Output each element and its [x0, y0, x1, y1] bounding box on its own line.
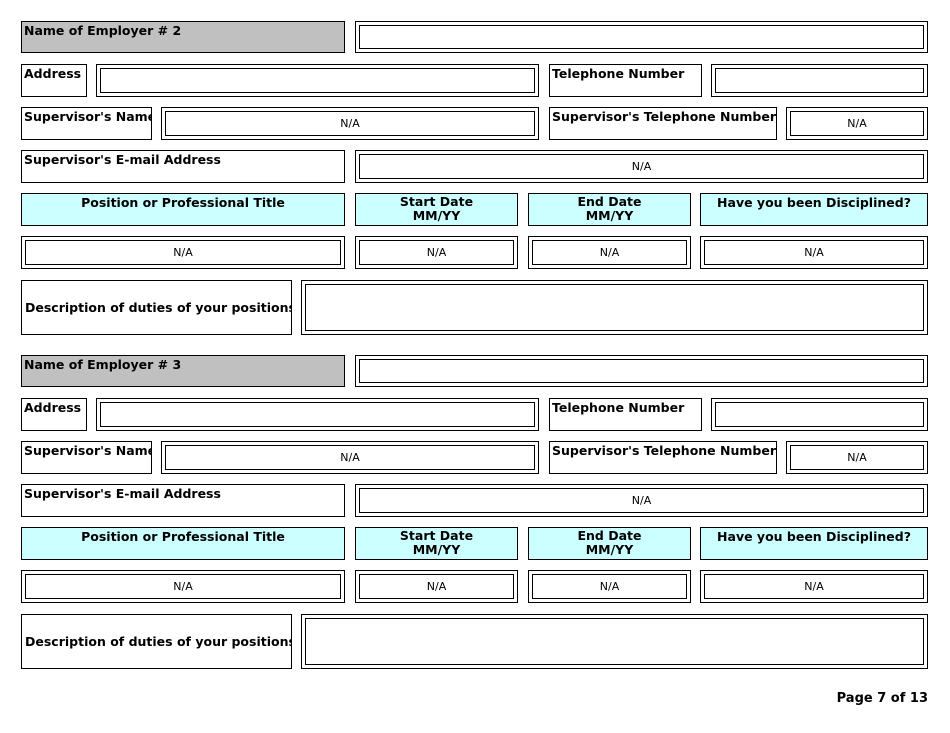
disciplined-field[interactable]: [700, 236, 928, 269]
supervisor-phone-field[interactable]: [786, 441, 928, 474]
telephone-field[interactable]: [711, 64, 928, 97]
disciplined-header: Have you been Disciplined?: [700, 527, 928, 560]
start-date-input[interactable]: [359, 240, 514, 265]
employer-3-section: Name of Employer # 3 Address Telephone N…: [0, 334, 950, 674]
description-field[interactable]: [301, 280, 928, 335]
position-title-field[interactable]: [21, 236, 345, 269]
supervisor-phone-label: Supervisor's Telephone Number: [549, 107, 777, 140]
disciplined-input[interactable]: [704, 574, 924, 599]
supervisor-name-input[interactable]: [165, 445, 535, 470]
supervisor-email-label: Supervisor's E-mail Address: [21, 150, 345, 183]
end-date-header-line2: MM/YY: [585, 208, 634, 223]
telephone-input[interactable]: [715, 402, 924, 427]
disciplined-field[interactable]: [700, 570, 928, 603]
start-date-header-line2: MM/YY: [412, 208, 461, 223]
start-date-field[interactable]: [355, 236, 518, 269]
supervisor-name-input[interactable]: [165, 111, 535, 136]
employer-2-section: Name of Employer # 2 Address Telephone N…: [0, 0, 950, 340]
supervisor-email-input[interactable]: [359, 488, 924, 513]
page-number: Page 7 of 13: [836, 691, 928, 706]
description-input[interactable]: [305, 618, 924, 665]
address-field[interactable]: [96, 398, 539, 431]
address-label: Address: [21, 64, 87, 97]
position-title-header: Position or Professional Title: [21, 527, 345, 560]
start-date-header-line1: Start Date: [399, 194, 474, 209]
position-title-input[interactable]: [25, 574, 341, 599]
telephone-label: Telephone Number: [549, 64, 702, 97]
position-title-field[interactable]: [21, 570, 345, 603]
supervisor-email-input[interactable]: [359, 154, 924, 179]
supervisor-phone-label: Supervisor's Telephone Number: [549, 441, 777, 474]
start-date-header-line1: Start Date: [399, 528, 474, 543]
supervisor-phone-input[interactable]: [790, 445, 924, 470]
start-date-header-line2: MM/YY: [412, 542, 461, 557]
telephone-label: Telephone Number: [549, 398, 702, 431]
position-title-header: Position or Professional Title: [21, 193, 345, 226]
description-field[interactable]: [301, 614, 928, 669]
supervisor-phone-field[interactable]: [786, 107, 928, 140]
end-date-field[interactable]: [528, 236, 691, 269]
end-date-input[interactable]: [532, 574, 687, 599]
employer-name-input[interactable]: [359, 359, 924, 383]
supervisor-email-label: Supervisor's E-mail Address: [21, 484, 345, 517]
description-label: Description of duties of your positions:: [21, 614, 292, 669]
end-date-field[interactable]: [528, 570, 691, 603]
employer-name-input[interactable]: [359, 25, 924, 49]
employer-name-field[interactable]: [355, 21, 928, 53]
supervisor-name-label: Supervisor's Name: [21, 107, 152, 140]
supervisor-email-field[interactable]: [355, 484, 928, 517]
address-input[interactable]: [100, 402, 535, 427]
supervisor-name-field[interactable]: [161, 441, 539, 474]
end-date-header-line2: MM/YY: [585, 542, 634, 557]
employer-name-label: Name of Employer # 3: [21, 355, 345, 387]
disciplined-input[interactable]: [704, 240, 924, 265]
employer-name-label: Name of Employer # 2: [21, 21, 345, 53]
description-input[interactable]: [305, 284, 924, 331]
address-label: Address: [21, 398, 87, 431]
position-title-input[interactable]: [25, 240, 341, 265]
supervisor-name-label: Supervisor's Name: [21, 441, 152, 474]
end-date-header-line1: End Date: [577, 528, 642, 543]
end-date-input[interactable]: [532, 240, 687, 265]
start-date-input[interactable]: [359, 574, 514, 599]
telephone-input[interactable]: [715, 68, 924, 93]
start-date-field[interactable]: [355, 570, 518, 603]
supervisor-name-field[interactable]: [161, 107, 539, 140]
end-date-header-line1: End Date: [577, 194, 642, 209]
address-field[interactable]: [96, 64, 539, 97]
telephone-field[interactable]: [711, 398, 928, 431]
address-input[interactable]: [100, 68, 535, 93]
disciplined-header: Have you been Disciplined?: [700, 193, 928, 226]
description-label: Description of duties of your positions:: [21, 280, 292, 335]
supervisor-email-field[interactable]: [355, 150, 928, 183]
supervisor-phone-input[interactable]: [790, 111, 924, 136]
employer-name-field[interactable]: [355, 355, 928, 387]
